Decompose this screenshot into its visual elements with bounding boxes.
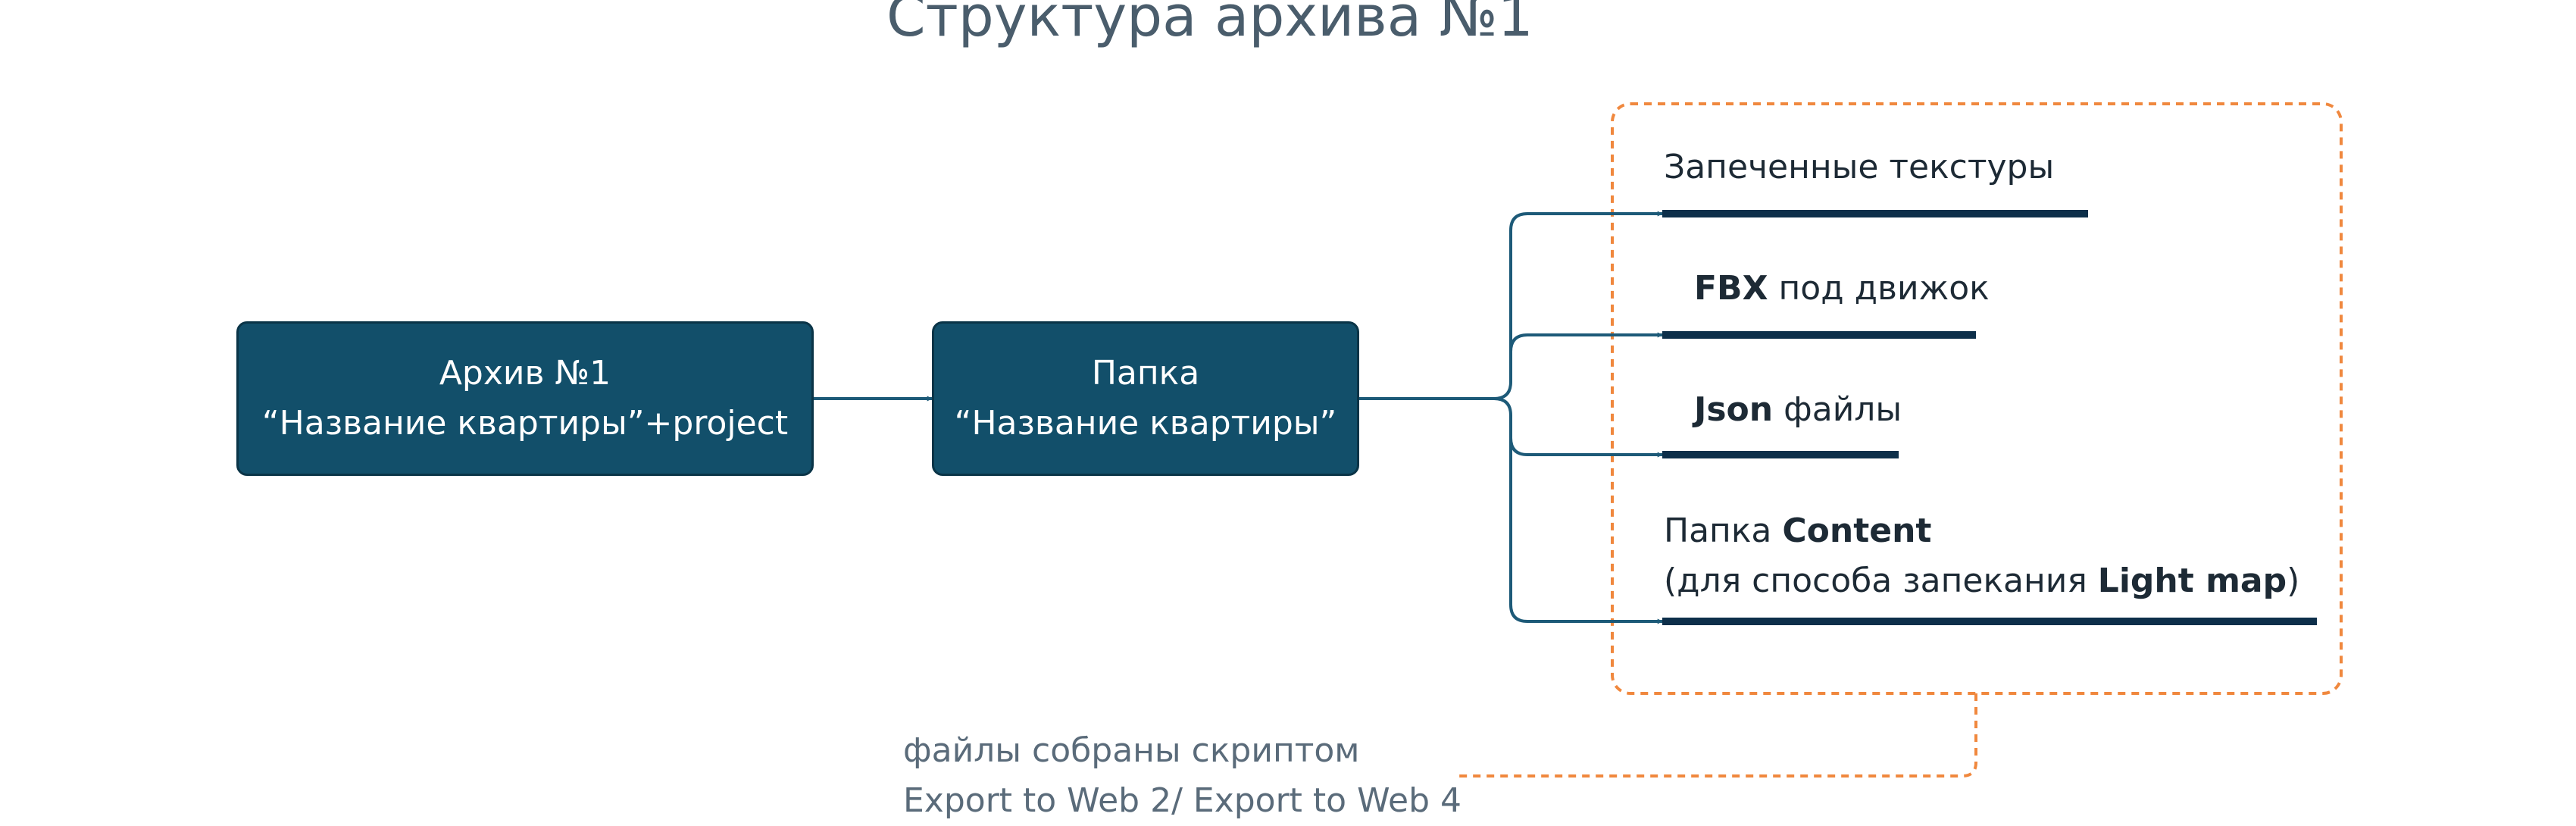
diagram-title: Структура архива №1 — [886, 0, 1533, 49]
archive-node: Архив №1 “Название квартиры”+project — [236, 321, 814, 476]
item-content-folder-line2-prefix: (для способа запекания — [1664, 562, 2098, 600]
folder-branch-trunk — [1359, 212, 1528, 623]
archive-node-line1: Архив №1 — [439, 354, 611, 393]
folder-node: Папка “Название квартиры” — [932, 321, 1359, 476]
item-content-folder-line2: (для способа запекания Light map) — [1664, 556, 2299, 606]
item-fbx: FBX под движок — [1694, 264, 1990, 314]
item-baked-textures-text: Запеченные текстуры — [1664, 148, 2055, 186]
contents-dashed-frame — [1611, 102, 2343, 695]
item-fbx-text: под движок — [1768, 269, 1990, 308]
script-note-line1: файлы собраны скриптом — [903, 731, 1360, 770]
item-json: Json файлы — [1694, 385, 1902, 435]
underline-baked-textures — [1662, 210, 2088, 217]
folder-node-line2: “Название квартиры” — [954, 404, 1337, 443]
underline-fbx — [1662, 331, 1976, 339]
item-content-folder: Папка Content (для способа запекания Lig… — [1664, 506, 2299, 606]
item-content-folder-line2-suffix: ) — [2287, 562, 2300, 600]
item-content-folder-bold: Content — [1782, 512, 1932, 550]
note-dashed-connector — [1455, 693, 1977, 778]
item-baked-textures: Запеченные текстуры — [1664, 142, 2054, 192]
archive-node-line2: “Название квартиры”+project — [261, 404, 789, 443]
item-content-folder-line1: Папка Content — [1664, 506, 2299, 556]
item-json-text: файлы — [1773, 390, 1902, 429]
item-content-folder-line2-bold: Light map — [2097, 562, 2287, 600]
item-json-bold: Json — [1694, 390, 1774, 429]
script-note: файлы собраны скриптом Export to Web 2/ … — [903, 726, 1462, 826]
item-content-folder-prefix: Папка — [1664, 512, 1783, 550]
underline-content-folder — [1662, 618, 2317, 625]
script-note-line2: Export to Web 2/ Export to Web 4 — [903, 781, 1462, 820]
folder-node-line1: Папка — [1091, 354, 1200, 393]
underline-json — [1662, 451, 1899, 458]
item-fbx-bold: FBX — [1694, 269, 1768, 308]
